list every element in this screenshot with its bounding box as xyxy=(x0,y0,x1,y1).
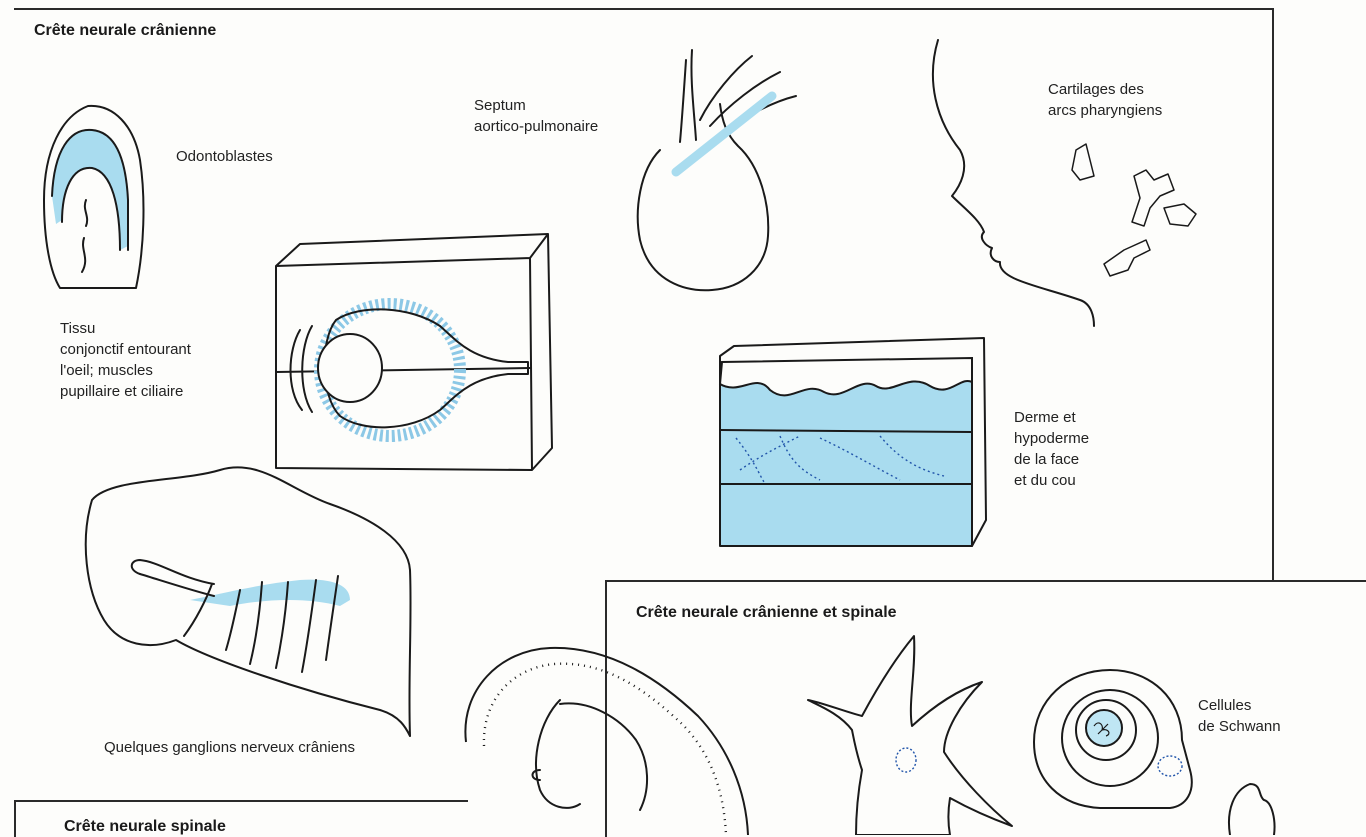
eye-tissue-line-3: l'oeil; muscles xyxy=(60,360,191,381)
cartilage-label: Cartilages des arcs pharyngiens xyxy=(1048,79,1162,121)
dermis-line-2: hypoderme xyxy=(1014,428,1089,449)
eye-tissue-line-4: pupillaire et ciliaire xyxy=(60,381,191,402)
dermis-label: Derme et hypoderme de la face et du cou xyxy=(1014,407,1089,491)
odontoblasts-text: Odontoblastes xyxy=(176,148,273,165)
dermis-line-1: Derme et xyxy=(1014,407,1089,428)
ganglia-illustration xyxy=(86,467,411,736)
septum-line-2: aortico-pulmonaire xyxy=(474,116,598,137)
eye-tissue-line-2: conjonctif entourant xyxy=(60,339,191,360)
eye-tissue-label: Tissu conjonctif entourant l'oeil; muscl… xyxy=(60,318,191,402)
schwann-line-1: Cellules xyxy=(1198,695,1281,716)
odontoblasts-label: Odontoblastes xyxy=(176,146,273,167)
septum-label: Septum aortico-pulmonaire xyxy=(474,95,598,137)
schwann-cell-illustration xyxy=(1034,670,1192,808)
embryo-illustration xyxy=(465,648,748,835)
cartilage-line-1: Cartilages des xyxy=(1048,79,1162,100)
ganglia-text: Quelques ganglions nerveux crâniens xyxy=(104,739,355,756)
partial-cell-illustration xyxy=(1229,784,1275,835)
skin-block-illustration xyxy=(720,338,986,546)
dermis-line-3: de la face xyxy=(1014,449,1089,470)
septum-line-1: Septum xyxy=(474,95,598,116)
heart-illustration xyxy=(638,50,796,290)
tooth-illustration xyxy=(44,106,143,288)
schwann-label: Cellules de Schwann xyxy=(1198,695,1281,737)
eye-block-illustration xyxy=(276,234,552,470)
cartilage-line-2: arcs pharyngiens xyxy=(1048,100,1162,121)
ganglia-label: Quelques ganglions nerveux crâniens xyxy=(104,737,355,758)
eye-tissue-line-1: Tissu xyxy=(60,318,191,339)
schwann-line-2: de Schwann xyxy=(1198,716,1281,737)
neuron-illustration xyxy=(808,636,1012,835)
dermis-line-4: et du cou xyxy=(1014,470,1089,491)
